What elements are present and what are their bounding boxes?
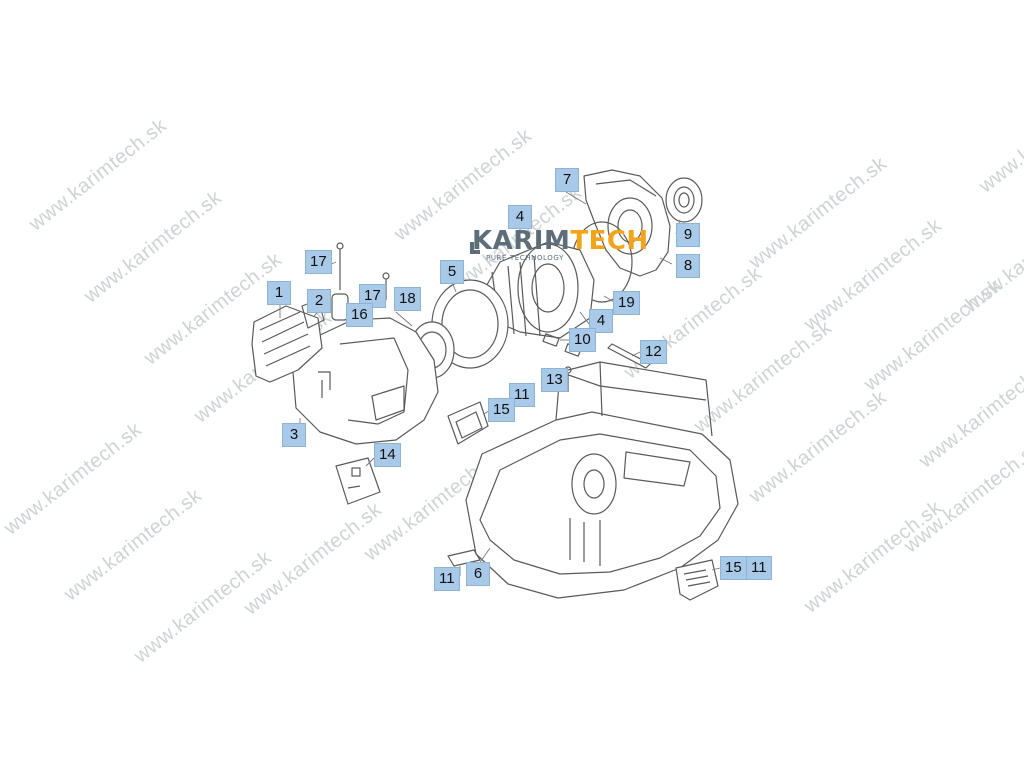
callout-label: 15: [720, 556, 747, 580]
callout-label: 2: [307, 289, 331, 313]
callout-label: 1: [267, 281, 291, 305]
callout-label: 16: [346, 303, 373, 327]
part-rod: [607, 343, 651, 369]
part-latch-lower: [675, 559, 719, 601]
callout-label: 13: [541, 368, 568, 392]
callout-label: 15: [488, 398, 515, 422]
callout-label: 4: [508, 205, 532, 229]
part-lower-clip: [447, 549, 481, 567]
part-circuit-board: [335, 457, 381, 505]
part-fan-cover: [583, 169, 671, 277]
callout-label: 5: [440, 260, 464, 284]
callout-label: 8: [676, 254, 700, 278]
callout-label: 17: [305, 250, 332, 274]
logo-mark: [470, 242, 480, 254]
callout-label: 11: [509, 383, 535, 407]
part-bearing-ring: [665, 177, 703, 223]
callout-label: 19: [613, 291, 640, 315]
part-screws: [336, 242, 390, 300]
callout-label: 12: [640, 340, 667, 364]
callout-label: 14: [374, 443, 401, 467]
callout-label: 6: [466, 562, 490, 586]
brand-logo: KARIMTECH: [472, 228, 649, 254]
logo-text-accent: TECH: [570, 226, 649, 256]
callout-label: 10: [569, 328, 596, 352]
callout-label: 18: [394, 287, 421, 311]
logo-text-primary: KARIM: [472, 226, 571, 256]
part-motor: [483, 241, 595, 339]
logo-tagline: PURE TECHNOLOGY: [486, 254, 564, 262]
part-filter: [251, 305, 323, 383]
callout-label: 3: [282, 423, 306, 447]
part-latch-upper: [447, 401, 489, 445]
callout-label: 11: [434, 567, 460, 591]
callout-label: 7: [555, 168, 579, 192]
callout-label: 9: [676, 223, 700, 247]
callout-label: 11: [746, 556, 772, 580]
